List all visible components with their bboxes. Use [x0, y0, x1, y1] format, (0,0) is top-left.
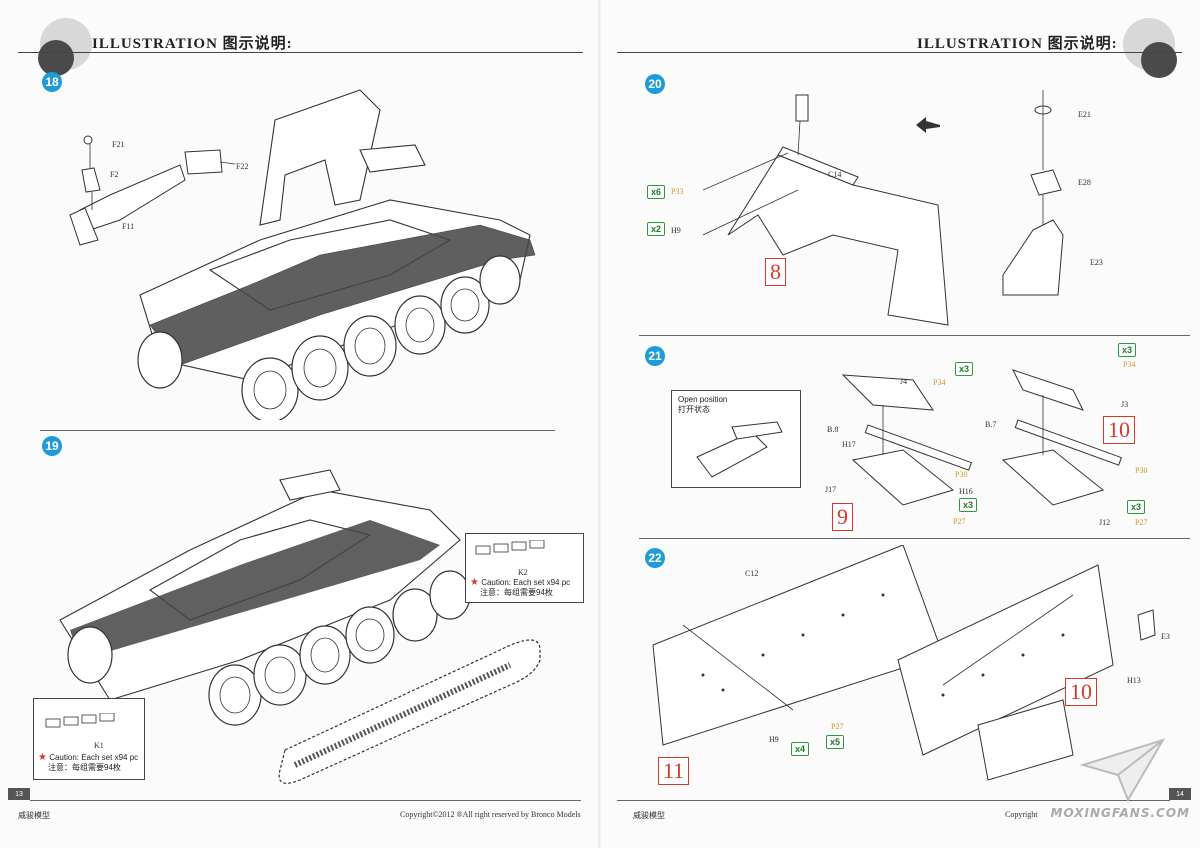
- part-label-j3: J3: [1121, 400, 1129, 409]
- part-label-h13: H13: [1127, 676, 1141, 685]
- k2-caption: ★ Caution: Each set x94 pc 注意：每组需要94枚: [470, 578, 570, 598]
- k1-caption-en: Caution: Each set x94 pc: [49, 753, 139, 762]
- qty-badge-x6: x6: [647, 185, 666, 199]
- page-gutter: [598, 0, 606, 848]
- k1-caption-box: K1 ★ Caution: Each set x94 pc 注意：每组需要94枚: [33, 698, 145, 780]
- step-19-illustration: [59, 469, 541, 784]
- part-label-e21: E21: [1078, 110, 1091, 119]
- ref-box-9: 9: [832, 503, 853, 531]
- left-page: ILLUSTRATION 图示说明: 18: [8, 0, 602, 848]
- open-position-box: Open position 打开状态: [671, 390, 801, 488]
- part-label-f2: F2: [110, 170, 119, 179]
- qty-badge-x3-d: x3: [1127, 500, 1146, 514]
- section-divider: [40, 430, 555, 431]
- step-22-illustration: [652, 545, 1156, 781]
- right-header-rule: [617, 52, 1182, 53]
- right-footer-rule: [617, 800, 1170, 801]
- right-footer-copyright: Copyright: [1005, 810, 1038, 819]
- part-label-h16: H16: [959, 487, 973, 496]
- k1-caption-cn: 注意：每组需要94枚: [48, 763, 121, 772]
- part-label-p30-b: P30: [1135, 466, 1148, 475]
- caution-star-icon: ★: [38, 752, 47, 763]
- open-position-drawing: [696, 421, 783, 478]
- right-page-number: 14: [1169, 788, 1191, 800]
- step-21-badge: 21: [645, 346, 665, 366]
- part-label-f22: F22: [236, 162, 249, 171]
- part-label-e23: E23: [1090, 258, 1103, 267]
- part-label-j12: J12: [1099, 518, 1111, 527]
- step-18-illustration: [69, 89, 536, 420]
- part-label-p34-a: P34: [933, 378, 946, 387]
- caution-star-icon: ★: [470, 577, 479, 588]
- part-label-f11: F11: [122, 222, 135, 231]
- part-label-e28: E28: [1078, 178, 1091, 187]
- k2-label: K2: [518, 568, 528, 577]
- left-footer-rule: [30, 800, 581, 801]
- qty-badge-x3-b: x3: [1118, 343, 1137, 357]
- left-header-title: ILLUSTRATION 图示说明:: [92, 36, 293, 52]
- part-label-p27-b: P27: [1135, 518, 1148, 527]
- qty-badge-x3-c: x3: [959, 498, 978, 512]
- part-label-p33: P33: [671, 187, 684, 196]
- watermark-text: MOXINGFANS.COM: [1050, 806, 1190, 820]
- step-20-illustration: [703, 90, 1064, 326]
- part-label-b8: B.8: [827, 425, 839, 434]
- header-deco-circle-dark: [1141, 42, 1177, 78]
- k2-caption-cn: 注意：每组需要94枚: [480, 588, 553, 597]
- right-header-title: ILLUSTRATION 图示说明:: [917, 36, 1118, 52]
- part-label-e3: E3: [1161, 632, 1170, 641]
- ref-box-10-b: 10: [1065, 678, 1097, 706]
- ref-box-8: 8: [765, 258, 786, 286]
- step-20-badge: 20: [645, 74, 665, 94]
- left-page-number: 13: [8, 788, 30, 800]
- part-label-h9-22: H9: [769, 735, 779, 744]
- part-label-c12: C12: [745, 569, 759, 578]
- qty-badge-x3-a: x3: [955, 362, 974, 376]
- left-header-rule: [18, 52, 583, 53]
- paper-plane-logo-icon: [1079, 738, 1166, 803]
- open-position-caption-en: Open position: [678, 395, 728, 404]
- part-label-j17: J17: [825, 485, 837, 494]
- step-22-badge: 22: [645, 548, 665, 568]
- part-label-p27-a: P27: [953, 517, 966, 526]
- section-divider: [639, 335, 1190, 336]
- part-label-p27: P27: [831, 722, 844, 731]
- part-label-j4: J4: [900, 377, 908, 386]
- part-label-c14: C14: [828, 170, 842, 179]
- k2-caption-box: K2 ★ Caution: Each set x94 pc 注意：每组需要94枚: [465, 533, 584, 603]
- k2-track-link-icon: [475, 540, 545, 555]
- k1-caption: ★ Caution: Each set x94 pc 注意：每组需要94枚: [38, 753, 138, 773]
- part-label-h9: H9: [671, 226, 681, 235]
- part-label-f21: F21: [112, 140, 125, 149]
- k2-caption-en: Caution: Each set x94 pc: [481, 578, 571, 587]
- part-label-b7: B.7: [985, 420, 997, 429]
- step-19-badge: 19: [42, 436, 62, 456]
- part-label-h17: H17: [842, 440, 856, 449]
- k1-label: K1: [94, 741, 104, 750]
- ref-box-11: 11: [658, 757, 690, 785]
- header-deco-circle-dark: [38, 40, 74, 76]
- qty-badge-x2: x2: [647, 222, 666, 236]
- part-label-p34-b: P34: [1123, 360, 1136, 369]
- step-21-illustration: [841, 369, 1123, 506]
- part-label-p30-a: P30: [955, 470, 968, 479]
- step-18-badge: 18: [42, 72, 62, 92]
- k1-track-link-icon: [45, 713, 115, 728]
- left-footer-copyright: Copyright©2012 ®All right reserved by Br…: [400, 810, 581, 819]
- qty-badge-x4: x4: [791, 742, 810, 756]
- left-footer-brand: 威骏模型: [18, 811, 50, 820]
- section-divider: [639, 538, 1190, 539]
- right-page: ILLUSTRATION 图示说明: 20 x6 P33 x2 H9 C14 8…: [603, 0, 1200, 848]
- open-position-caption-cn: 打开状态: [678, 405, 710, 414]
- right-footer-brand: 威骏模型: [633, 811, 665, 820]
- ref-box-10-a: 10: [1103, 416, 1135, 444]
- qty-badge-x5: x5: [826, 735, 845, 749]
